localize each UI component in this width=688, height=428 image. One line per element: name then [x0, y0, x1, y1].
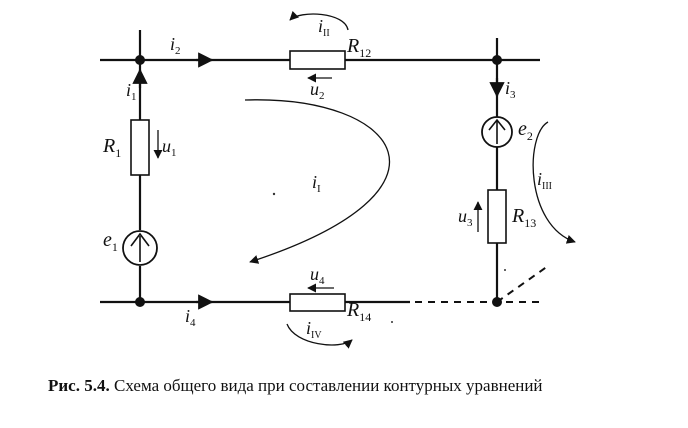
speck [391, 321, 393, 323]
figure-caption: Рис. 5.4. Схема общего вида при составле… [48, 376, 668, 396]
label-iIII: iIII [537, 169, 552, 192]
node-top-left [135, 55, 145, 65]
label-R1: R1 [102, 135, 121, 160]
resistor-R1 [130, 119, 150, 176]
resistor-R12 [289, 50, 346, 70]
label-u1: u1 [162, 136, 177, 159]
node-top-right [492, 55, 502, 65]
label-e1: e1 [103, 229, 118, 254]
loop-arrow-iIII [532, 121, 576, 244]
label-iI: iI [312, 172, 321, 195]
label-i4: i4 [185, 306, 196, 329]
dashed-branch-diagonal [496, 265, 549, 303]
resistor-R14 [289, 293, 346, 312]
speck [504, 269, 506, 271]
label-iII: iII [318, 16, 330, 39]
voltage-source-e2 [481, 116, 513, 148]
label-i2: i2 [170, 34, 181, 57]
loop-arrow-iI [244, 99, 390, 264]
loop-arrow-iII [289, 10, 349, 31]
label-R13: R13 [511, 205, 536, 230]
figure-number: Рис. 5.4. [48, 376, 110, 395]
label-u3: u3 [458, 206, 473, 229]
label-i3: i3 [505, 78, 516, 101]
speck [272, 192, 276, 196]
label-i1: i1 [126, 80, 137, 103]
label-R12: R12 [346, 35, 371, 60]
resistor-R13 [487, 189, 507, 244]
voltage-source-e1 [122, 230, 158, 266]
node-bottom-right [492, 297, 502, 307]
label-R14: R14 [346, 299, 371, 324]
loop-arrow-iIV [286, 323, 353, 349]
label-u2: u2 [310, 79, 325, 102]
label-e2: e2 [518, 118, 533, 143]
node-bottom-left [135, 297, 145, 307]
label-iIV: iIV [306, 318, 322, 341]
caption-text: Схема общего вида при составлении контур… [109, 376, 543, 395]
label-u4: u4 [310, 264, 325, 287]
